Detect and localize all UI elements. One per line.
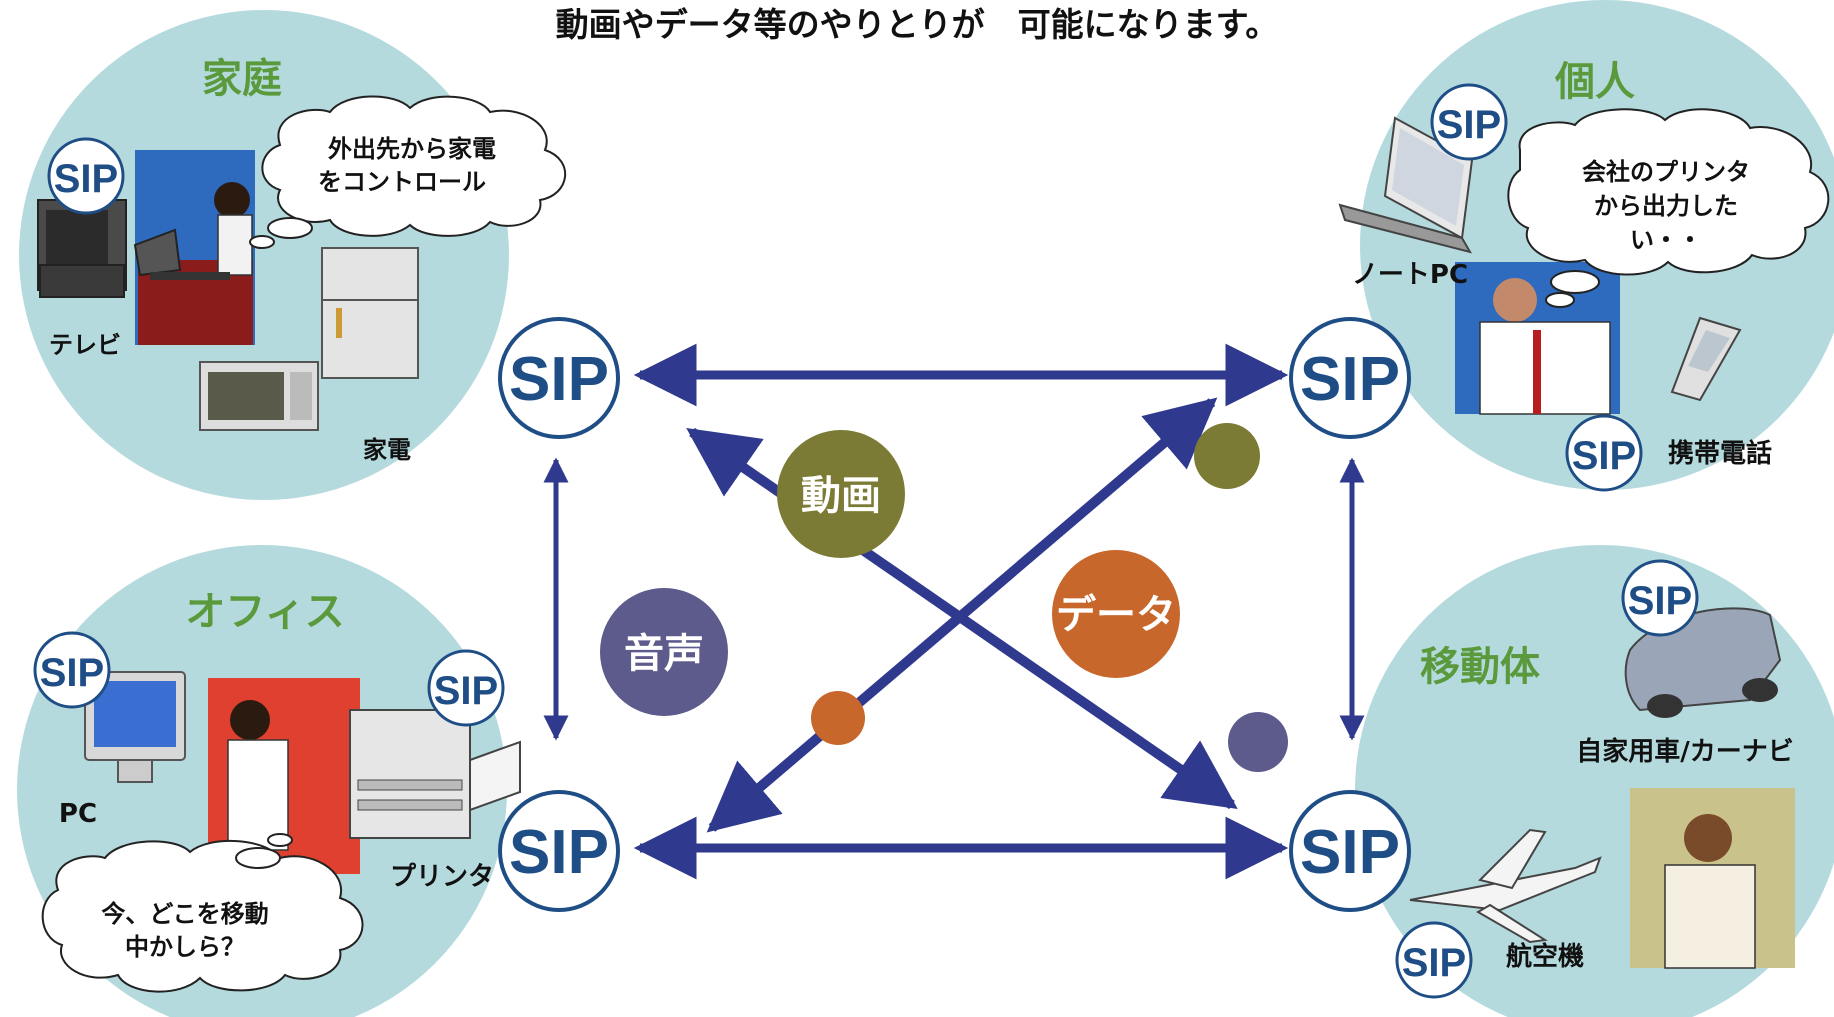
label-appliance: 家電 <box>363 436 411 464</box>
sip-badge-home-person: SIP <box>47 137 125 215</box>
svg-text:SIP: SIP <box>54 157 118 201</box>
personal-bubble-text-line2: から出力した <box>1594 192 1738 220</box>
pc-monitor-illustration <box>84 671 186 783</box>
label-notebook: ノートPC <box>1352 260 1468 290</box>
office-bubble-text-line2: 中かしら？ <box>125 933 245 961</box>
woman-with-phone-illustration <box>1630 788 1795 969</box>
woman-at-laptop-illustration <box>133 182 253 345</box>
connection-arrows <box>543 343 1365 880</box>
svg-text:SIP: SIP <box>509 345 609 414</box>
sip-node-home: SIP <box>498 317 620 439</box>
home-bubble-text-line2: をコントロール <box>318 168 486 196</box>
mobile-phone-illustration <box>1670 316 1742 402</box>
sip-node-office: SIP <box>498 790 620 912</box>
svg-text:SIP: SIP <box>1437 103 1501 147</box>
video-circle <box>777 430 905 558</box>
voice-label: 音声 <box>624 631 704 677</box>
sip-badge-mobile-phone: SIP <box>1565 414 1643 492</box>
office-bubble-text-line1: 今、どこを移動 <box>101 900 268 928</box>
voice-dot <box>1228 712 1288 772</box>
airplane-illustration <box>1409 828 1602 944</box>
svg-text:SIP: SIP <box>434 669 498 713</box>
sip-badge-notebook: SIP <box>1430 83 1508 161</box>
refrigerator-illustration <box>321 247 419 379</box>
sip-badge-office-pc: SIP <box>33 631 111 709</box>
svg-text:SIP: SIP <box>40 651 104 695</box>
office-thought-bubble <box>41 833 364 993</box>
label-printer: プリンタ <box>390 862 494 892</box>
data-circle <box>1052 550 1180 678</box>
data-label: データ <box>1056 592 1176 638</box>
svg-text:SIP: SIP <box>1402 941 1466 985</box>
label-tv: テレビ <box>49 331 121 359</box>
microwave-illustration <box>199 361 319 431</box>
svg-text:SIP: SIP <box>1300 818 1400 887</box>
video-label: 動画 <box>801 473 881 519</box>
label-car: 自家用車/カーナビ <box>1576 736 1794 767</box>
home-bubble-text-line1: 外出先から家電 <box>328 135 496 163</box>
sip-badge-office-printer: SIP <box>427 649 505 727</box>
home-thought-bubble <box>249 95 566 249</box>
sip-badge-car: SIP <box>1621 559 1699 637</box>
sip-node-personal: SIP <box>1289 317 1411 439</box>
personal-thought-bubble <box>1507 108 1830 308</box>
svg-text:SIP: SIP <box>1300 345 1400 414</box>
tv-illustration <box>37 199 127 298</box>
arrow-diagonal-up <box>706 397 1218 833</box>
svg-text:SIP: SIP <box>509 818 609 887</box>
notebook-pc-illustration <box>1338 116 1474 254</box>
voice-circle <box>600 588 728 716</box>
group-title-mobile: 移動体 <box>1420 644 1540 690</box>
label-mobile-phone: 携帯電話 <box>1668 438 1772 469</box>
label-pc: PC <box>59 799 97 829</box>
svg-text:SIP: SIP <box>1628 579 1692 623</box>
data-dot <box>811 691 865 745</box>
group-title-personal: 個人 <box>1554 59 1635 105</box>
video-dot <box>1194 423 1260 489</box>
sip-badge-airplane: SIP <box>1395 921 1473 999</box>
printer-illustration <box>349 709 521 839</box>
group-title-office: オフィス <box>185 589 344 635</box>
diagram-title: 動画やデータ等のやりとりが 可能になります。 <box>556 5 1279 44</box>
personal-bubble-text-line3: い・・ <box>1630 226 1702 254</box>
label-airplane: 航空機 <box>1506 941 1584 972</box>
personal-bubble-text-line1: 会社のプリンタ <box>1582 158 1750 186</box>
sip-node-mobile: SIP <box>1289 790 1411 912</box>
group-title-home: 家庭 <box>202 56 282 102</box>
svg-text:SIP: SIP <box>1572 434 1636 478</box>
